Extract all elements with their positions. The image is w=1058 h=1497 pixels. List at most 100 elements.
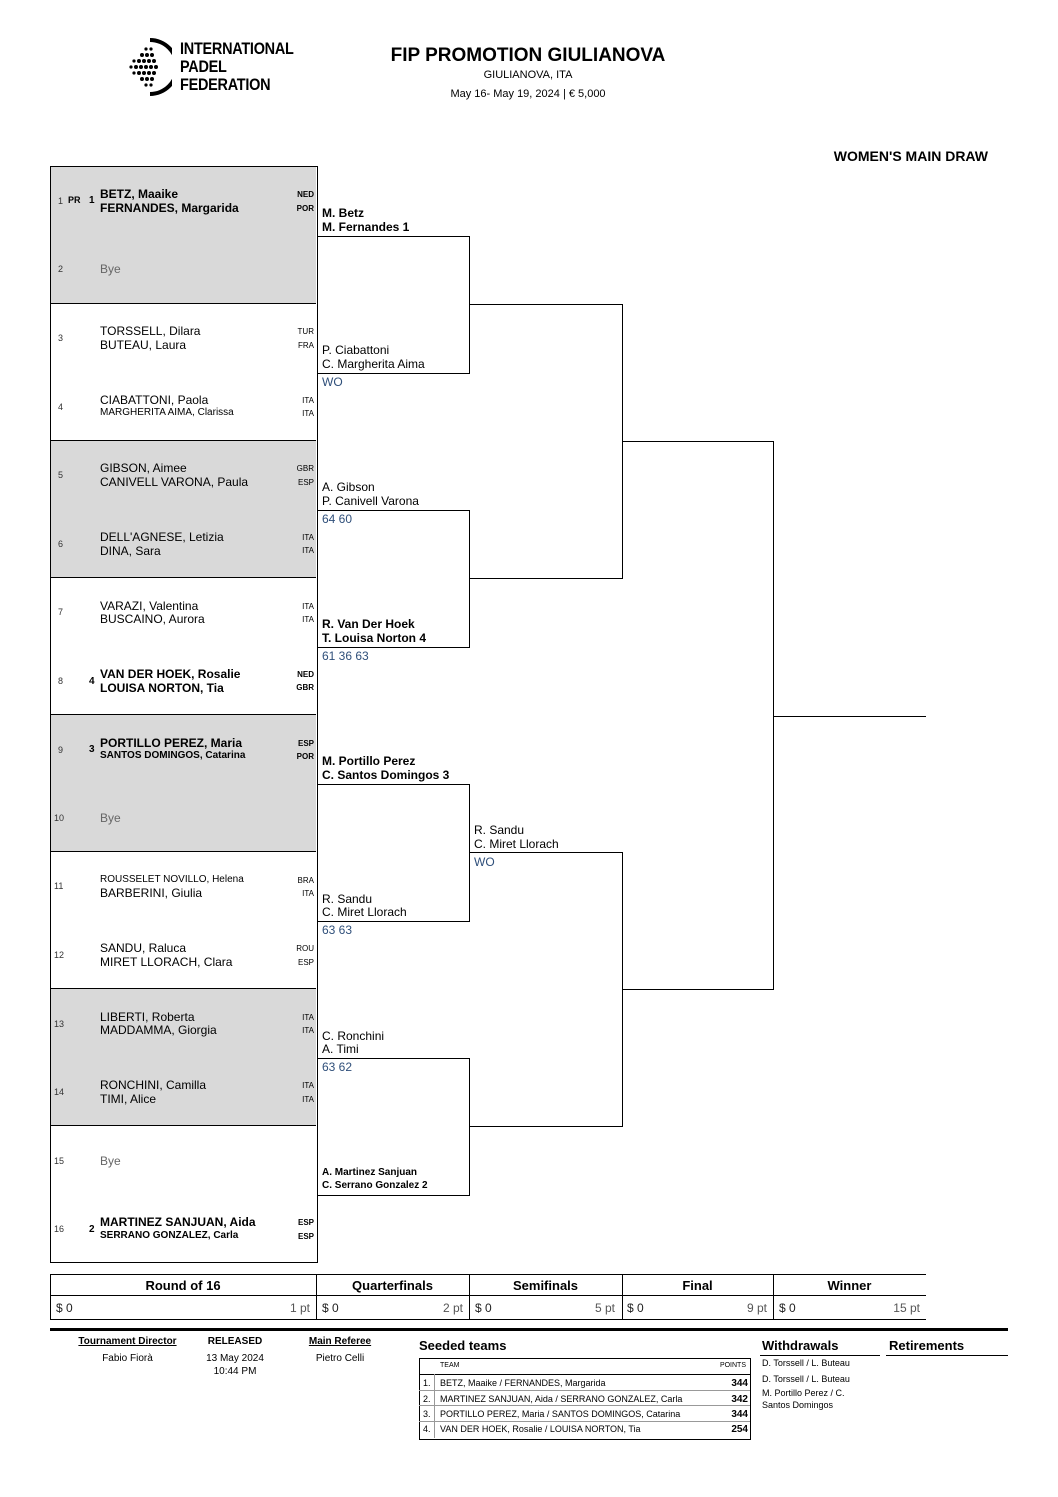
- logo-line-1: INTERNATIONAL: [180, 39, 294, 58]
- bracket-line: [469, 510, 470, 648]
- seed-points: 344: [731, 1378, 748, 1389]
- player-name: MADDAMMA, Giorgia: [100, 1023, 217, 1037]
- player-nation: ITA: [302, 889, 314, 898]
- bracket-line: [317, 647, 469, 648]
- winner-name: M. Betz: [322, 206, 364, 220]
- withdrawals-title: Withdrawals: [762, 1338, 839, 1353]
- bye-label: Bye: [100, 811, 121, 825]
- player-name: BUTEAU, Laura: [100, 338, 187, 352]
- player-nation: NED: [297, 190, 314, 199]
- tournament-dates: May 16- May 19, 2024 | € 5,000: [450, 88, 606, 100]
- seed-rank: 4.: [423, 1424, 431, 1434]
- player-nation: ESP: [297, 739, 314, 748]
- tournament-title: FIP PROMOTION GIULIANOVA: [390, 45, 666, 66]
- bye-label: Bye: [100, 1154, 121, 1168]
- player-name: SANDU, Raluca: [100, 941, 187, 955]
- winner-name: R. Sandu: [322, 892, 373, 906]
- line-number: 3: [58, 333, 64, 343]
- player-name: SERRANO GONZALEZ, Carla: [100, 1230, 239, 1241]
- bracket-line: [317, 784, 469, 785]
- player-name: TIMI, Alice: [100, 1092, 157, 1106]
- round-header: Quarterfinals: [352, 1278, 433, 1293]
- match-slot: [50, 1125, 316, 1263]
- player-nation: ESP: [297, 958, 314, 967]
- winner-name: C. Miret Llorach: [322, 905, 407, 919]
- player-name: MARGHERITA AIMA, Clarissa: [100, 407, 234, 418]
- round-header: Round of 16: [145, 1278, 221, 1293]
- player-name: VAN DER HOEK, Rosalie: [100, 667, 241, 681]
- table-rule: [50, 1319, 926, 1320]
- player-name: PORTILLO PEREZ, Maria: [100, 736, 243, 750]
- fip-logo: INTERNATIONAL PADEL FEDERATION: [126, 36, 294, 98]
- line-number: 11: [54, 881, 64, 891]
- withdrawal-entry: D. Torssell / L. Buteau: [762, 1358, 850, 1368]
- player-name: SANTOS DOMINGOS, Catarina: [100, 750, 246, 761]
- line-number: 8: [58, 676, 64, 686]
- points-column-header: POINTS: [719, 1362, 746, 1369]
- round-points: 9 pt: [746, 1301, 767, 1315]
- seeded-teams-title: Seeded teams: [419, 1338, 507, 1353]
- player-nation: ESP: [297, 478, 314, 487]
- round-prize: $ 0: [779, 1301, 796, 1315]
- player-name: ROUSSELET NOVILLO, Helena: [100, 874, 244, 885]
- match-slot: [50, 714, 316, 852]
- line-number: 10: [54, 813, 65, 823]
- bracket-line: [317, 921, 469, 922]
- seeded-teams-table: [419, 1358, 751, 1440]
- seed-points: 344: [731, 1409, 748, 1420]
- match-score: WO: [474, 855, 495, 869]
- logo-mark-icon: [129, 38, 172, 96]
- round-prize: $ 0: [627, 1301, 644, 1315]
- table-rule: [419, 1405, 750, 1406]
- bracket-line: [317, 236, 469, 237]
- player-nation: ITA: [302, 546, 314, 555]
- player-nation: ESP: [297, 1232, 314, 1241]
- line-number: 4: [58, 402, 64, 412]
- line-number: 16: [54, 1224, 65, 1234]
- winner-name: R. Sandu: [474, 823, 525, 837]
- player-name: GIBSON, Aimee: [100, 461, 187, 475]
- round-prize: $ 0: [56, 1301, 73, 1315]
- winner-name: M. Portillo Perez: [322, 754, 416, 768]
- table-rule: [50, 1295, 926, 1296]
- line-number: 9: [58, 745, 64, 755]
- bye-label: Bye: [100, 262, 121, 276]
- line-number: 14: [54, 1087, 65, 1097]
- player-nation: GBR: [296, 683, 314, 692]
- player-name: LOUISA NORTON, Tia: [100, 681, 224, 695]
- bracket-line: [469, 236, 470, 374]
- bracket-line: [469, 784, 470, 922]
- withdrawal-entry: Santos Domingos: [762, 1400, 834, 1410]
- bracket-line: [622, 441, 773, 442]
- seed-team: PORTILLO PEREZ, Maria / SANTOS DOMINGOS,…: [440, 1409, 681, 1419]
- round-points: 2 pt: [442, 1301, 463, 1315]
- player-name: TORSSELL, Dilara: [100, 324, 201, 338]
- player-name: MARTINEZ SANJUAN, Aida: [100, 1215, 256, 1229]
- bracket-line: [317, 510, 469, 511]
- draw-name: WOMEN'S MAIN DRAW: [833, 148, 988, 164]
- player-nation: ITA: [302, 1026, 314, 1035]
- player-nation: GBR: [296, 464, 314, 473]
- player-name: MIRET LLORACH, Clara: [100, 955, 233, 969]
- table-rule: [419, 1390, 750, 1391]
- match-slot: [50, 988, 316, 1126]
- table-rule: [434, 1374, 435, 1438]
- player-nation: ESP: [297, 1218, 314, 1227]
- player-nation: ITA: [302, 1095, 314, 1104]
- winner-name: R. Van Der Hoek: [322, 617, 415, 631]
- round-points: 1 pt: [289, 1301, 310, 1315]
- bracket-line: [317, 1058, 469, 1059]
- round-prize: $ 0: [322, 1301, 339, 1315]
- table-rule: [50, 1274, 51, 1320]
- logo-line-3: FEDERATION: [180, 75, 271, 94]
- bracket-line: [773, 441, 774, 990]
- winner-name: C. Miret Llorach: [474, 837, 559, 851]
- seed-rank: 1.: [423, 1378, 431, 1388]
- table-rule: [316, 1274, 317, 1320]
- bracket-line: [469, 304, 622, 305]
- line-number: 5: [58, 470, 64, 480]
- winner-name: P. Canivell Varona: [322, 494, 419, 508]
- seed-number: 4: [89, 676, 95, 687]
- bracket-line: [469, 1058, 470, 1196]
- seed-number: 2: [89, 1224, 95, 1235]
